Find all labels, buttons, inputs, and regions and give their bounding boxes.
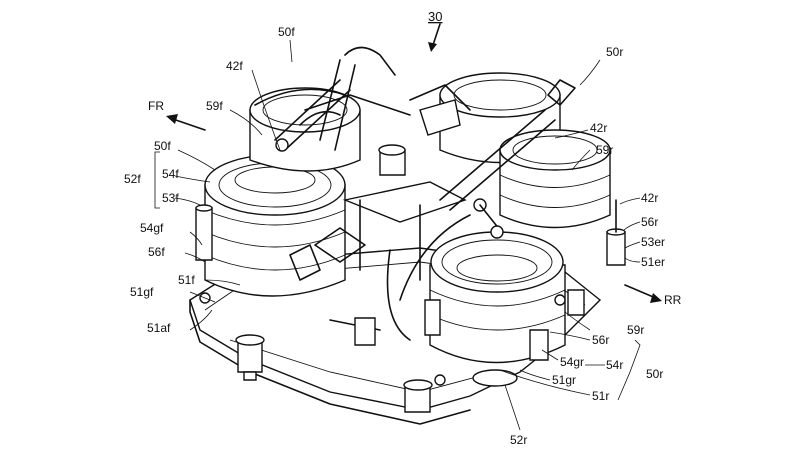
label-51gf: 51gf	[130, 285, 154, 299]
label-56r-b: 56r	[592, 333, 609, 347]
rear-direction-arrow	[624, 284, 662, 303]
label-50f-top: 50f	[278, 25, 295, 39]
reference-labels: 30 FR RR 50f 42f 59f 50f 52f 54f 53f 54g…	[124, 9, 682, 447]
label-51gr: 51gr	[552, 373, 576, 387]
label-56f: 56f	[148, 245, 165, 259]
label-42r-b: 42r	[641, 191, 658, 205]
label-42f: 42f	[226, 59, 243, 73]
label-50r-top: 50r	[606, 45, 623, 59]
front-throttle-body-right	[249, 87, 361, 172]
label-51r: 51r	[592, 389, 609, 403]
label-52r: 52r	[510, 433, 527, 447]
label-51f: 51f	[178, 273, 195, 287]
label-54gf: 54gf	[140, 221, 164, 235]
label-42r-a: 42r	[590, 121, 607, 135]
label-59f: 59f	[206, 99, 223, 113]
label-59r-a: 59r	[596, 143, 613, 157]
label-53f: 53f	[162, 191, 179, 205]
label-52f: 52f	[124, 172, 141, 186]
intake-assembly-drawing	[189, 46, 626, 425]
figure-number-arrow	[428, 23, 441, 52]
leader-lines	[154, 39, 641, 431]
label-54r: 54r	[606, 358, 623, 372]
label-54f: 54f	[162, 167, 179, 181]
label-51er: 51er	[641, 255, 665, 269]
rear-throttle-body-upper	[439, 72, 611, 229]
label-54gr: 54gr	[560, 355, 584, 369]
label-50f-side: 50f	[154, 139, 171, 153]
label-59r-b: 59r	[627, 323, 644, 337]
front-direction-arrow	[166, 114, 206, 131]
front-throttle-body-left	[204, 154, 346, 297]
label-56r-a: 56r	[641, 215, 658, 229]
central-linkage	[254, 46, 576, 346]
label-50r-bottom: 50r	[646, 367, 663, 381]
label-53er: 53er	[641, 235, 665, 249]
label-51af: 51af	[147, 321, 171, 335]
front-direction-label: FR	[148, 99, 164, 113]
figure-number-label: 30	[428, 9, 442, 24]
rear-direction-label: RR	[664, 293, 682, 307]
